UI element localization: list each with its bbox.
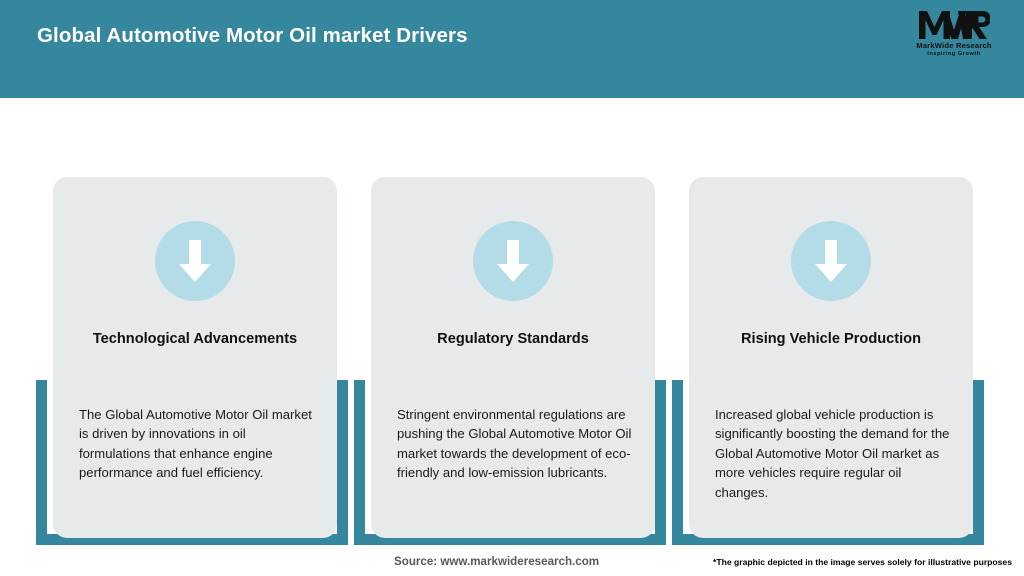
driver-card-3[interactable]: Rising Vehicle Production Increased glob… bbox=[672, 98, 984, 548]
card-title: Technological Advancements bbox=[92, 331, 298, 347]
mwr-monogram-icon bbox=[919, 11, 990, 39]
drivers-card-group: Technological Advancements The Global Au… bbox=[0, 98, 1024, 548]
card-panel[interactable]: Regulatory Standards Stringent environme… bbox=[371, 177, 655, 538]
brand-logo: MarkWide Research Inspiring Growth bbox=[902, 10, 1006, 62]
card-bracket-accent bbox=[672, 380, 984, 545]
header-bar: Global Automotive Motor Oil market Drive… bbox=[0, 0, 1024, 98]
arrow-down-icon bbox=[155, 221, 235, 301]
page-title: Global Automotive Motor Oil market Drive… bbox=[37, 24, 468, 47]
card-panel[interactable]: Technological Advancements The Global Au… bbox=[53, 177, 337, 538]
arrow-down-icon bbox=[473, 221, 553, 301]
card-title: Rising Vehicle Production bbox=[740, 331, 922, 347]
card-panel[interactable]: Rising Vehicle Production Increased glob… bbox=[689, 177, 973, 538]
source-label: Source: www.markwideresearch.com bbox=[394, 555, 600, 568]
card-title: Regulatory Standards bbox=[437, 331, 589, 347]
disclaimer-note: *The graphic depicted in the image serve… bbox=[713, 557, 1012, 567]
logo-tagline: Inspiring Growth bbox=[927, 51, 981, 57]
card-body-text: The Global Automotive Motor Oil market i… bbox=[79, 407, 312, 481]
driver-card-2[interactable]: Regulatory Standards Stringent environme… bbox=[354, 98, 666, 548]
card-body-text: Stringent environmental regulations are … bbox=[397, 407, 632, 481]
arrow-down-glyph bbox=[497, 240, 529, 282]
card-bracket-accent bbox=[36, 380, 348, 545]
arrow-down-glyph bbox=[815, 240, 847, 282]
arrow-down-icon bbox=[791, 221, 871, 301]
driver-card-1[interactable]: Technological Advancements The Global Au… bbox=[36, 98, 348, 548]
arrow-down-glyph bbox=[179, 240, 211, 282]
card-bracket-accent bbox=[354, 380, 666, 545]
card-body-text: Increased global vehicle production is s… bbox=[715, 407, 950, 500]
logo-company-name: MarkWide Research bbox=[916, 41, 992, 50]
